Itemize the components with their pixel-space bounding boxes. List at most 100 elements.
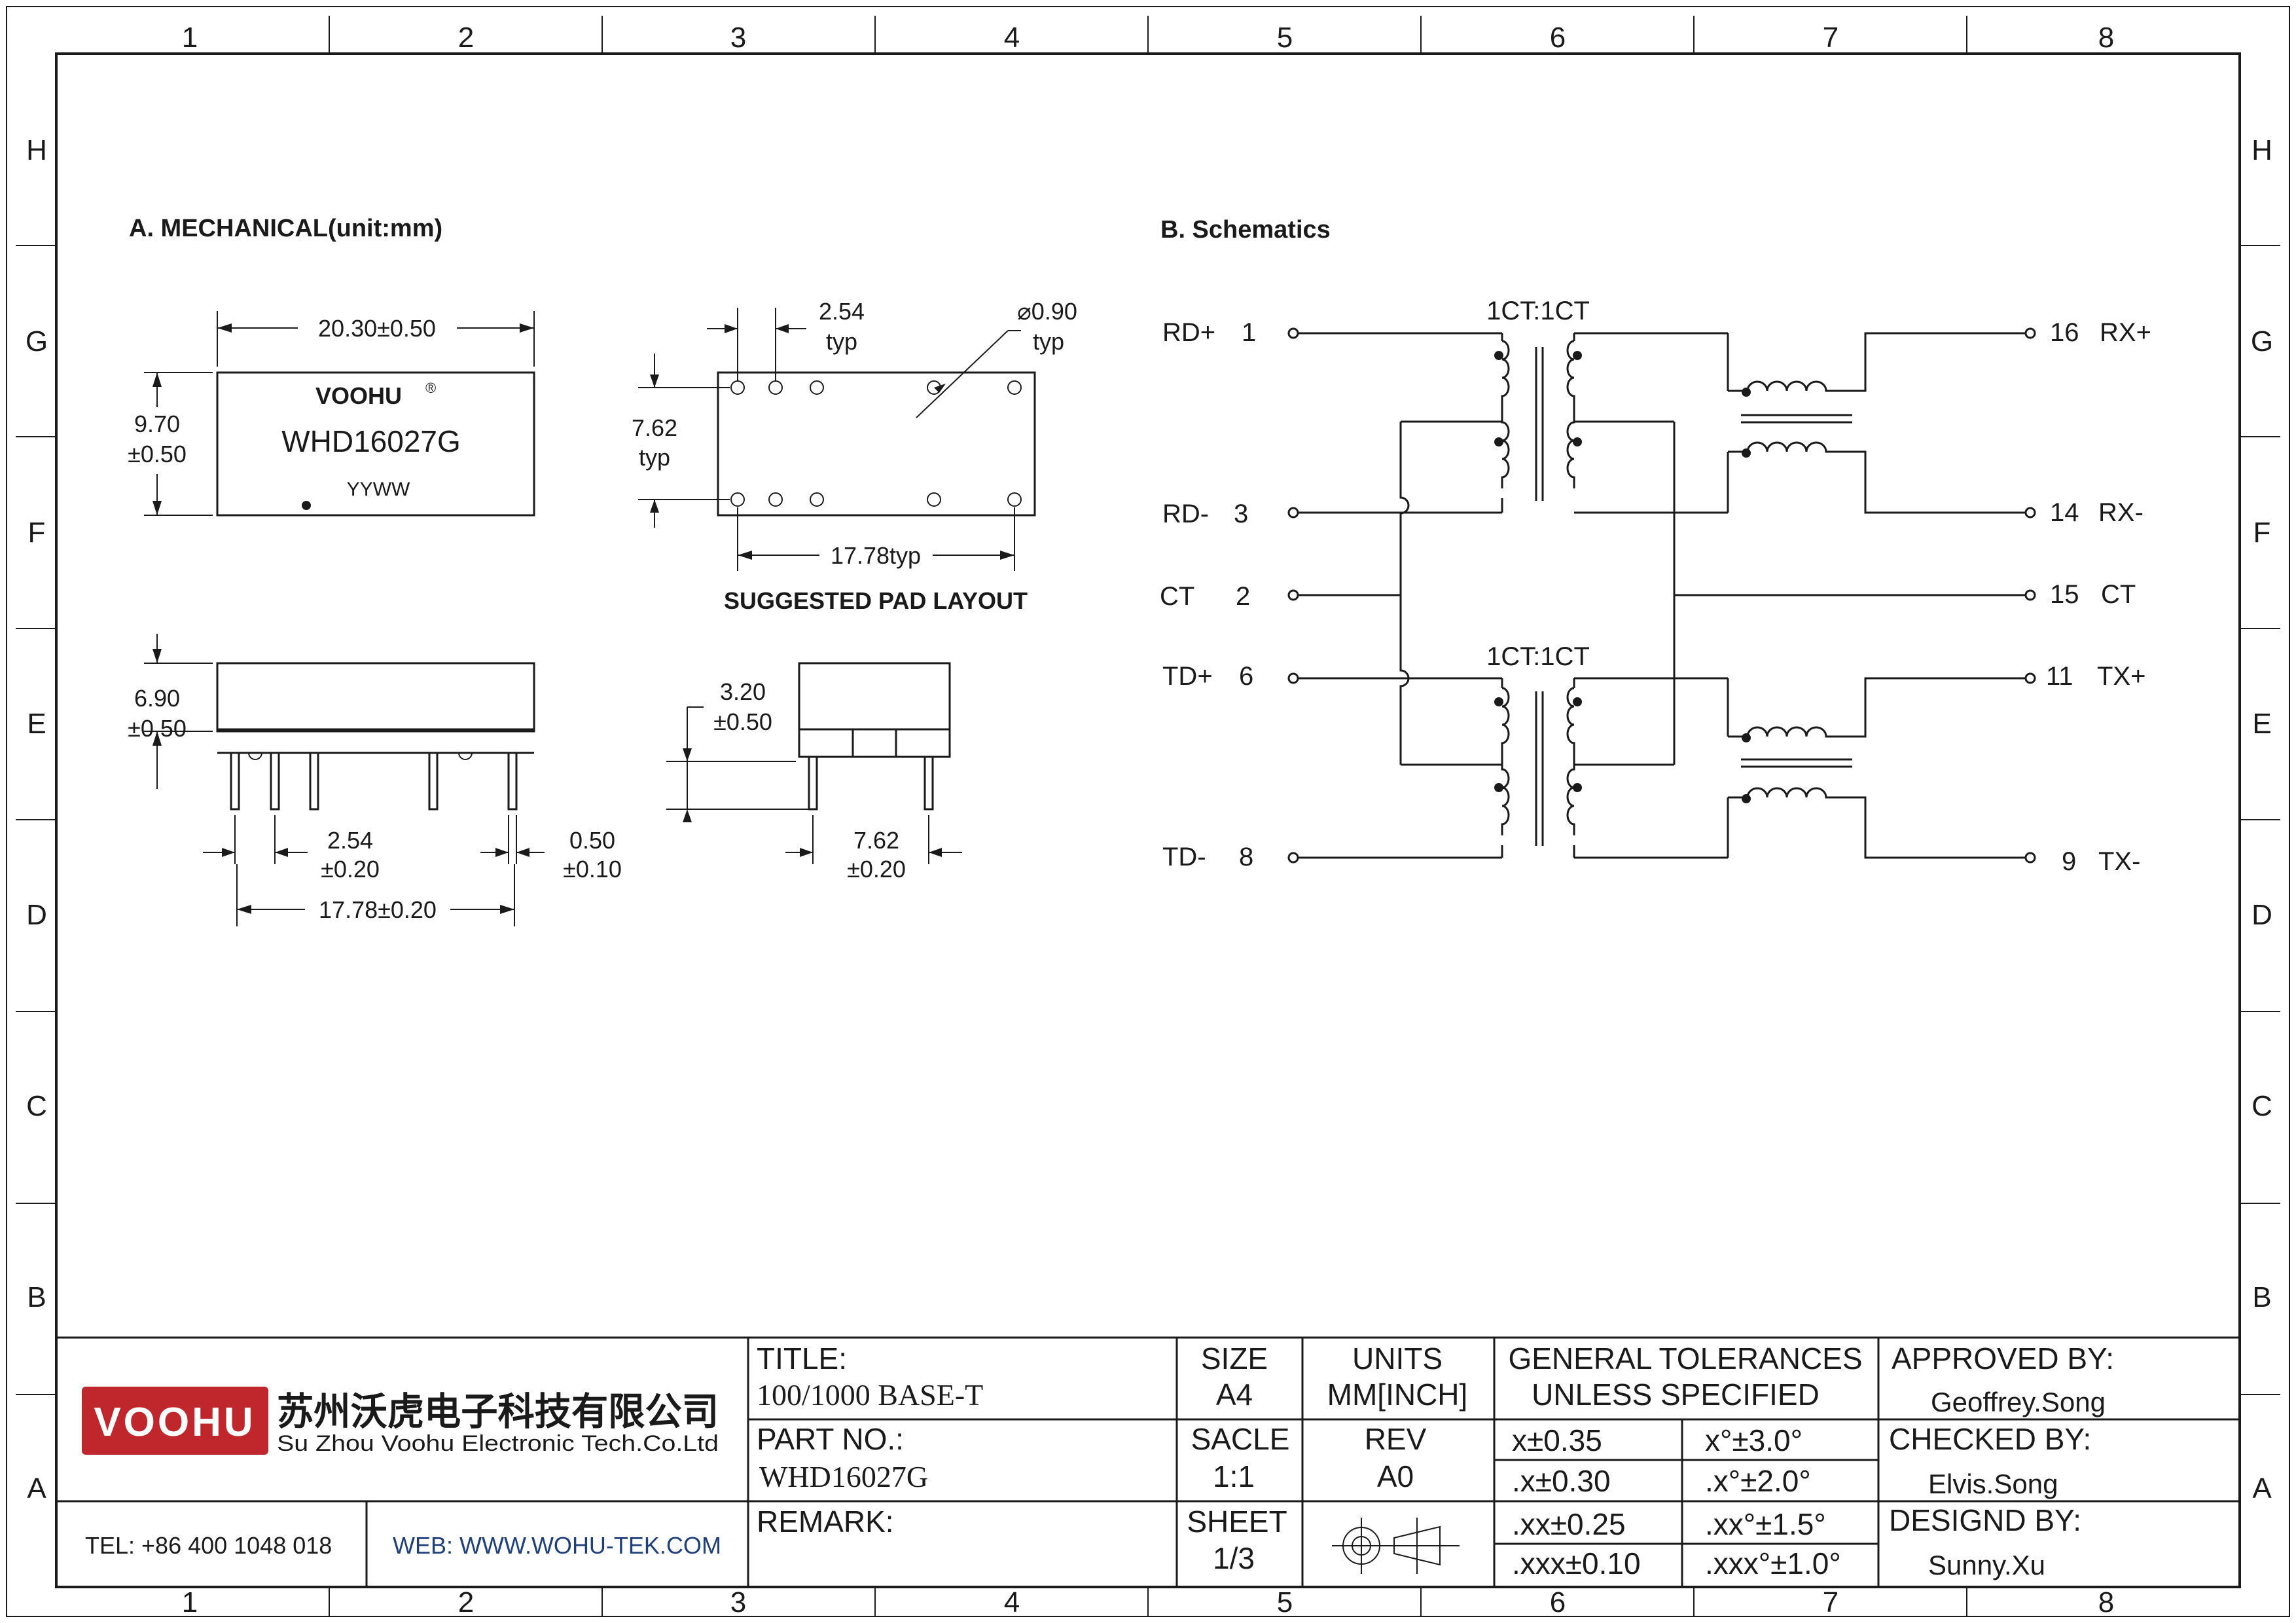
- checked-value: Elvis.Song: [1928, 1468, 2058, 1499]
- polarity-dots: [1494, 351, 1751, 803]
- zone-row-label: H: [2251, 134, 2272, 166]
- zone-row-label: E: [2252, 708, 2271, 740]
- units-value: MM[INCH]: [1327, 1377, 1468, 1412]
- zone-col-label: 8: [2098, 1586, 2114, 1618]
- tolerance-linear-2: .xx±0.25: [1512, 1507, 1626, 1541]
- zone-col-label: 3: [730, 22, 746, 54]
- pad-row-text: 7.62: [632, 414, 677, 441]
- units-label: UNITS: [1352, 1341, 1443, 1376]
- zone-row-label: C: [26, 1090, 47, 1122]
- zone-col-label: 6: [1550, 22, 1566, 54]
- zone-row-label: A: [27, 1472, 46, 1504]
- dim-row-text-2: ±0.20: [847, 856, 906, 883]
- zone-col-label: 4: [1004, 1586, 1020, 1618]
- transformer-ratio-bottom: 1CT:1CT: [1486, 642, 1590, 671]
- zone-row-label: H: [26, 134, 47, 166]
- title-block-grid: [56, 1336, 2240, 1587]
- tolerance-angular-0: x°±3.0°: [1705, 1423, 1803, 1457]
- pin-label-tx-minus: TX-: [2098, 847, 2140, 876]
- zone-row-label: F: [28, 517, 46, 549]
- size-value: A4: [1216, 1377, 1253, 1412]
- pin-label-tx-plus: TX+: [2097, 662, 2145, 691]
- pad-dim-span: 17.78typ: [737, 507, 1015, 571]
- schematic-wiring: [1298, 332, 2026, 859]
- dim-width: 9.70 ±0.50: [128, 372, 213, 516]
- schematic-left-pins: RD+ 1 RD- 3 CT 2 TD+ 6 TD- 8: [1160, 318, 1256, 871]
- pad-span-text: 17.78typ: [831, 542, 921, 569]
- pad-row-typ: typ: [639, 444, 670, 471]
- pin-number-15: 15: [2050, 580, 2079, 609]
- pin1-dot: [302, 501, 311, 510]
- scale-label: SACLE: [1191, 1422, 1290, 1456]
- schematic-section-title: B. Schematics: [1160, 216, 1331, 244]
- tolerance-angular-3: .xxx°±1.0°: [1705, 1546, 1841, 1580]
- zone-col-label: 5: [1277, 1586, 1293, 1618]
- sheet-label: SHEET: [1187, 1504, 1287, 1539]
- rev-value: A0: [1377, 1459, 1414, 1493]
- pad-dim-pitch: 2.54 typ: [707, 298, 865, 381]
- pin-terminals: [1287, 327, 2036, 864]
- dim-standoff-text-1: 3.20: [720, 678, 766, 705]
- remark-label: REMARK:: [757, 1504, 894, 1539]
- pin-number-6: 6: [1239, 662, 1253, 691]
- pin-number-1: 1: [1242, 318, 1256, 347]
- pin-label-rx-minus: RX-: [2098, 498, 2144, 527]
- pin-number-3: 3: [1234, 500, 1248, 528]
- zone-row-label: A: [2252, 1472, 2272, 1504]
- tolerance-angular-1: .x°±2.0°: [1705, 1464, 1811, 1498]
- zone-col-label: 5: [1277, 22, 1293, 54]
- registered-mark: ®: [425, 380, 436, 396]
- sheet-value: 1/3: [1213, 1541, 1255, 1575]
- side-view: [216, 662, 535, 811]
- zone-row-labels-right: H G F E D C B A: [2251, 134, 2273, 1504]
- pin-number-9: 9: [2062, 847, 2076, 876]
- pad-pitch-text: 2.54: [819, 298, 865, 325]
- end-view: [798, 662, 951, 811]
- dim-length-text: 20.30±0.50: [318, 315, 436, 342]
- dim-pitch-text-1: 2.54: [327, 827, 373, 854]
- date-code-marking: YYWW: [347, 479, 410, 500]
- dim-row-spacing: 7.62 ±0.20: [785, 815, 962, 883]
- pin-label-td-minus: TD-: [1162, 843, 1206, 871]
- pad-pitch-typ: typ: [826, 328, 857, 355]
- zone-col-label: 8: [2098, 22, 2114, 54]
- designed-label: DESIGND BY:: [1889, 1503, 2081, 1537]
- size-label: SIZE: [1201, 1341, 1268, 1376]
- tolerance-title-1: GENERAL TOLERANCES: [1508, 1341, 1862, 1376]
- pin-number-11: 11: [2046, 662, 2073, 691]
- dim-width-text-2: ±0.50: [128, 441, 187, 467]
- zone-column-labels-bottom: 1 2 3 4 5 6 7 8: [182, 1586, 2114, 1618]
- zone-col-label: 3: [730, 1586, 746, 1618]
- dim-standoff-text-2: ±0.50: [713, 708, 772, 735]
- dim-height-text-1: 6.90: [134, 685, 180, 712]
- dim-row-text-1: 7.62: [853, 827, 899, 854]
- pin-label-td-plus: TD+: [1162, 662, 1213, 691]
- approved-label: APPROVED BY:: [1892, 1341, 2114, 1376]
- pad-dim-hole: ⌀0.90 typ: [916, 298, 1077, 418]
- dim-pin-text-2: ±0.10: [563, 856, 622, 883]
- title-value: 100/1000 BASE-T: [757, 1378, 983, 1412]
- designed-value: Sunny.Xu: [1928, 1550, 2045, 1580]
- pad-layout: [717, 371, 1036, 517]
- zone-col-label: 4: [1004, 22, 1020, 54]
- zone-col-label: 2: [458, 22, 474, 54]
- drawing-frame: [6, 6, 2290, 1617]
- pad-layout-caption: SUGGESTED PAD LAYOUT: [724, 587, 1028, 614]
- part-marking: WHD16027G: [281, 424, 461, 458]
- zone-row-label: F: [2253, 517, 2271, 549]
- rev-label: REV: [1365, 1422, 1427, 1456]
- tel-text: TEL: +86 400 1048 018: [85, 1532, 332, 1559]
- title-label: TITLE:: [757, 1341, 847, 1376]
- zone-col-label: 6: [1550, 1586, 1566, 1618]
- company-name-cn: 苏州沃虎电子科技有限公司: [277, 1391, 719, 1433]
- zone-row-label: B: [2252, 1281, 2271, 1313]
- pin-number-14: 14: [2050, 498, 2079, 527]
- mechanical-section-title: A. MECHANICAL(unit:mm): [129, 215, 442, 242]
- pin-label-rd-minus: RD-: [1162, 500, 1209, 528]
- zone-col-label: 7: [1823, 22, 1839, 54]
- dim-span: 17.78±0.20: [236, 864, 515, 926]
- dim-pin-text-1: 0.50: [569, 827, 615, 854]
- zone-column-labels-top: 1 2 3 4 5 6 7 8: [182, 22, 2114, 54]
- zone-row-label: B: [27, 1281, 46, 1313]
